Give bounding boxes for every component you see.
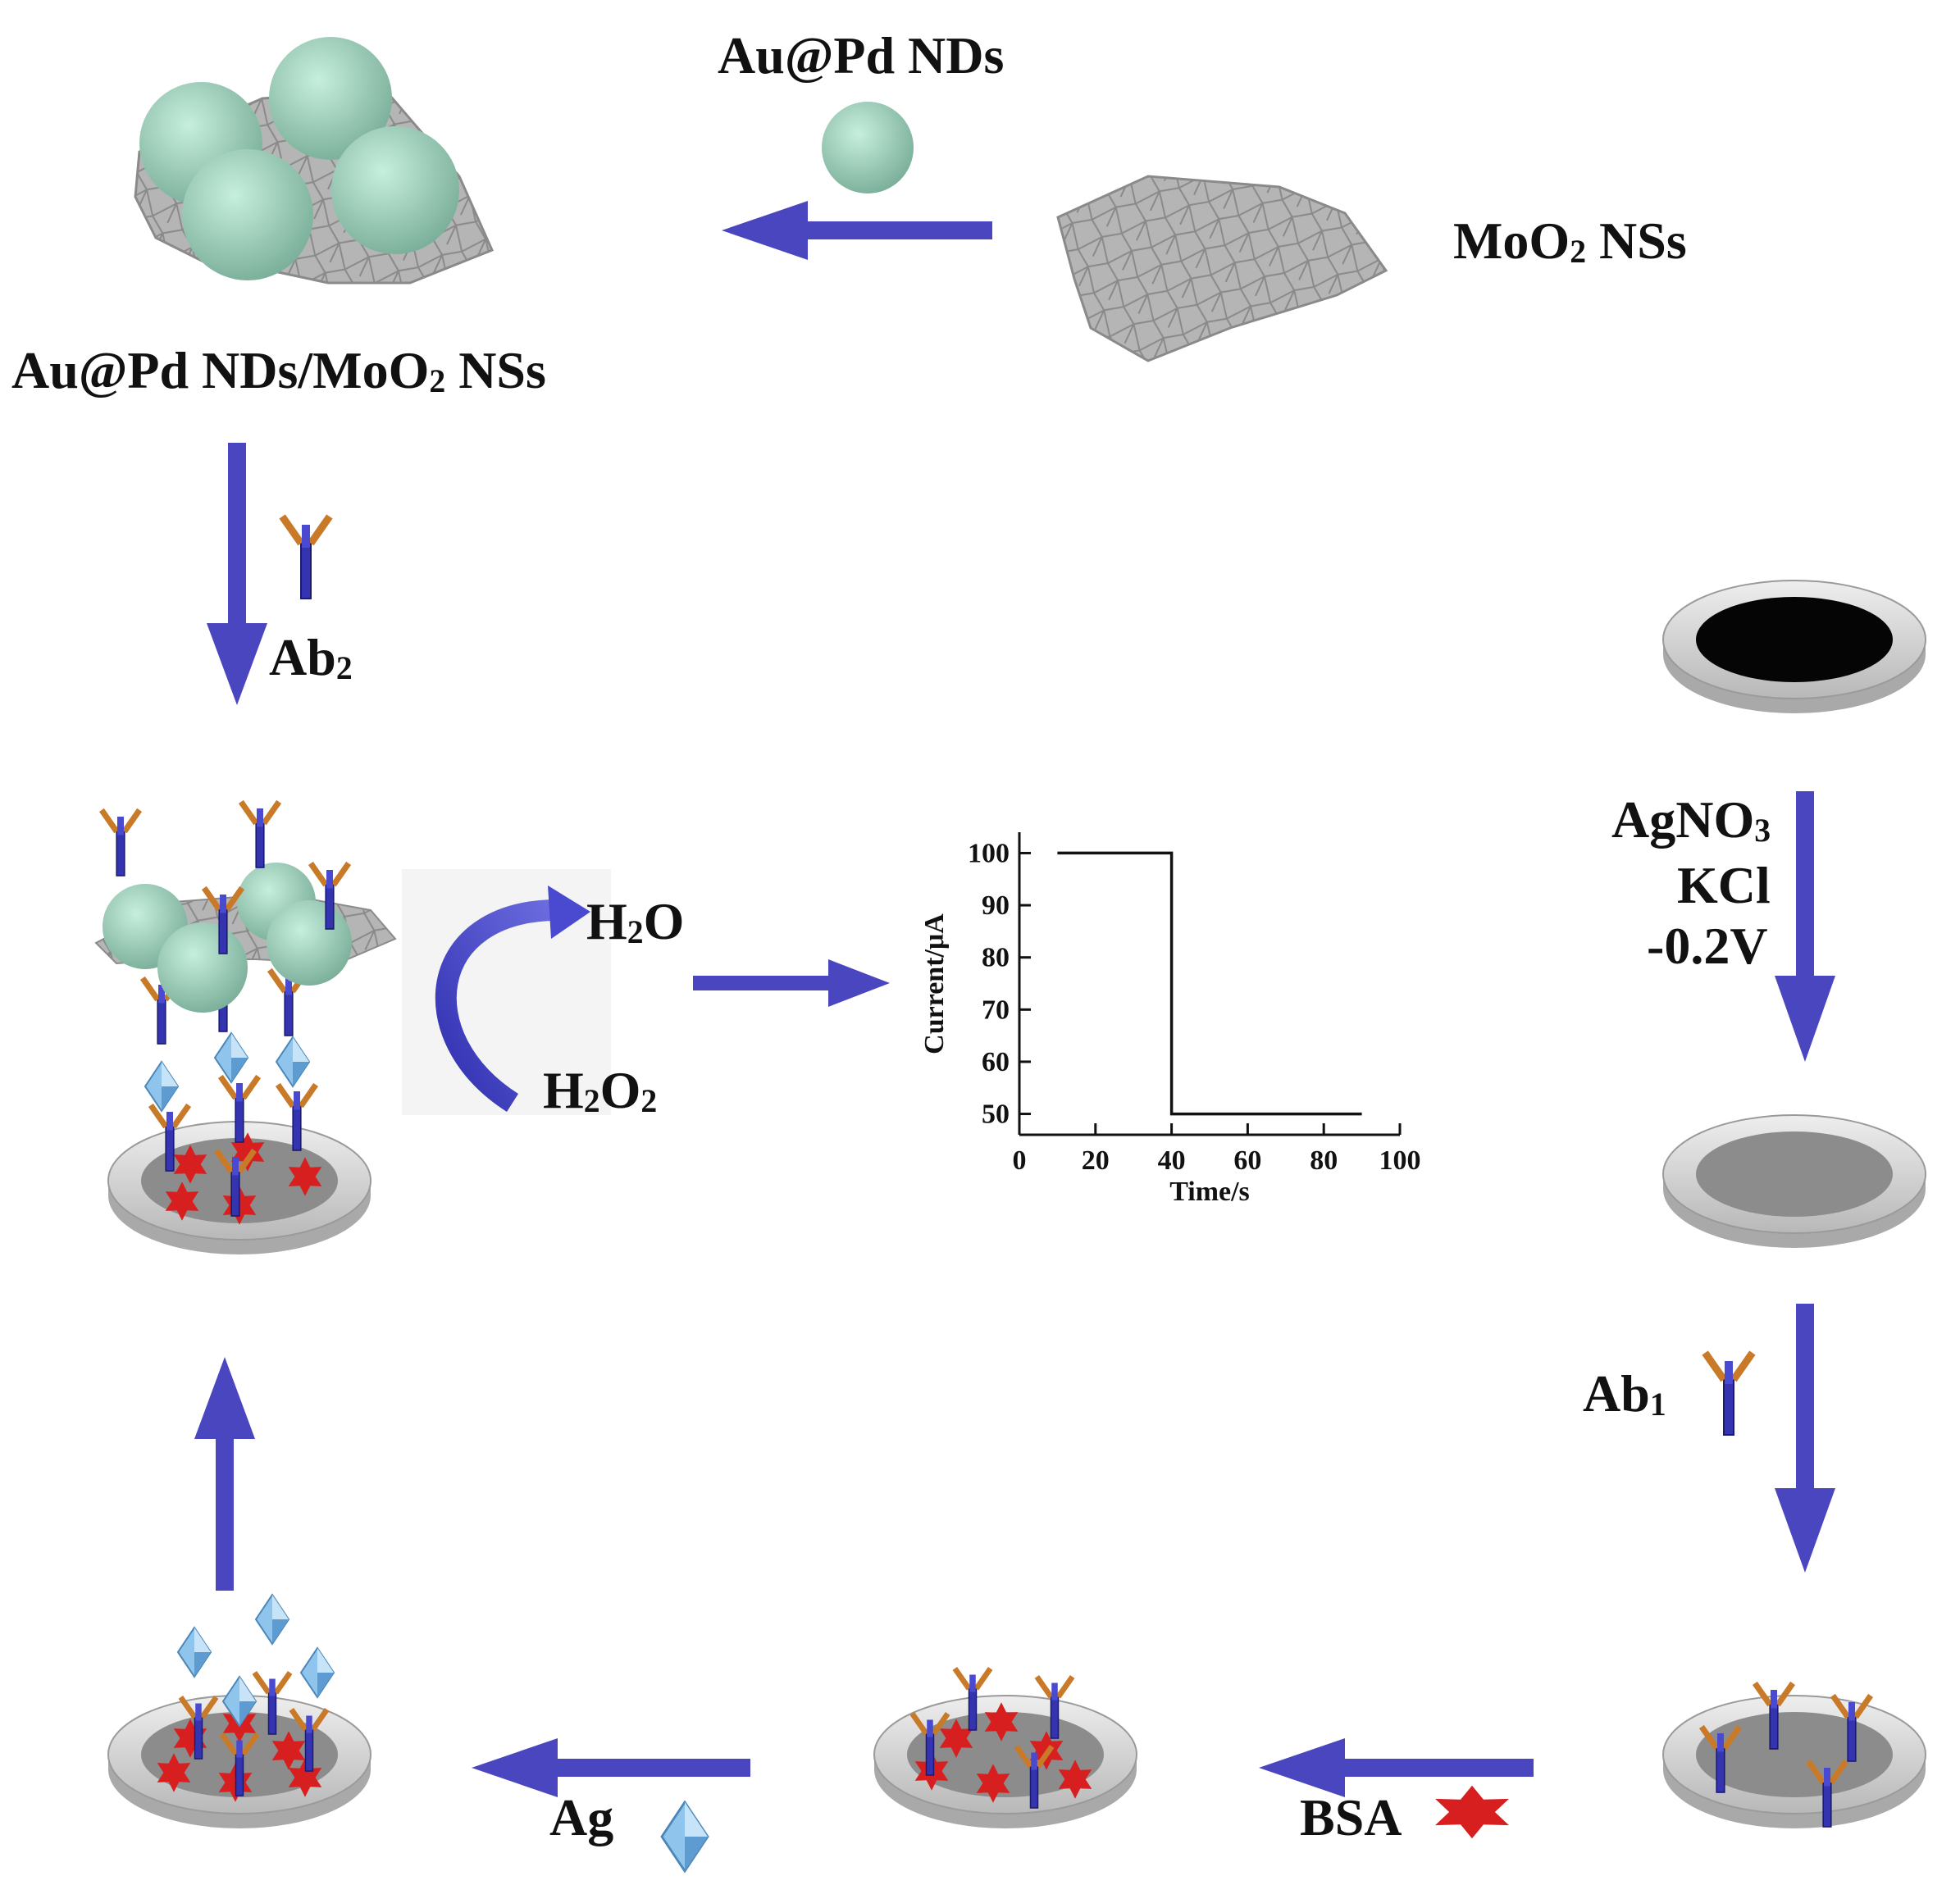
bsa-label: BSA <box>1300 1788 1402 1846</box>
ag-modified-electrode <box>1662 1114 1926 1249</box>
ab2-label: Ab2 <box>269 628 353 686</box>
arrow-mo-to-composite <box>722 201 992 260</box>
arrow-ag-left <box>472 1738 750 1797</box>
ag-label: Ag <box>549 1788 614 1846</box>
x-tick-label: 60 <box>1233 1145 1261 1176</box>
h2o2-label: H2O2 <box>543 1061 658 1119</box>
x-tick-label: 20 <box>1082 1145 1110 1176</box>
y-tick-label: 70 <box>982 995 1010 1025</box>
moo2-nss-label: MoO2 NSs <box>1453 212 1687 270</box>
h2o-label: H2O <box>586 892 685 950</box>
arrow-agno3-down <box>1775 791 1835 1062</box>
y-tick-label: 50 <box>982 1100 1010 1130</box>
arrow-to-chart <box>693 959 890 1007</box>
composite-label: Au@Pd NDs/MoO2 NSs <box>11 341 546 399</box>
current-time-chart: 50 60 70 80 90 100 0 20 40 60 80 100 Time/s Curren… <box>919 832 1421 1207</box>
ab1-antibody-icon <box>1701 1350 1757 1436</box>
catalytic-curve-arrow <box>402 869 611 1115</box>
current-series-line <box>1057 851 1362 1116</box>
au-pd-nds-label: Au@Pd NDs <box>718 26 1005 84</box>
y-tick-label: 80 <box>982 943 1010 973</box>
y-tick-label: 90 <box>982 890 1010 921</box>
kcl-label: KCl <box>1677 856 1771 914</box>
arrow-bsa-left <box>1259 1738 1534 1797</box>
ab1-label: Ab1 <box>1583 1364 1666 1423</box>
x-tick-label: 0 <box>1013 1145 1027 1176</box>
ab2-antibody-icon <box>278 513 334 599</box>
ag-crystal-icon <box>660 1801 709 1873</box>
arrow-ab1-down <box>1775 1304 1835 1573</box>
bsa-blocked-electrode <box>873 1666 1137 1829</box>
y-tick-label: 60 <box>982 1047 1010 1077</box>
bare-electrode <box>1662 580 1926 714</box>
moo2-nanosheet <box>1056 175 1388 362</box>
x-axis-label: Time/s <box>1169 1177 1250 1207</box>
x-tick-label: 80 <box>1310 1145 1338 1176</box>
bsa-star-icon <box>1435 1785 1509 1839</box>
ab1-electrode <box>1662 1681 1926 1829</box>
voltage-label: -0.2V <box>1647 917 1768 975</box>
arrow-up <box>194 1357 255 1591</box>
x-tick-label: 40 <box>1158 1145 1186 1176</box>
au-pd-nanosphere <box>822 102 914 194</box>
au-pd-moo2-composite <box>134 37 495 285</box>
agno3-label: AgNO3 <box>1611 790 1771 849</box>
y-axis-label: Current/μA <box>919 913 950 1054</box>
antigen-bound-electrode <box>107 1594 371 1829</box>
x-tick-label: 100 <box>1379 1145 1421 1176</box>
sandwich-immunosensor <box>94 799 397 1255</box>
y-tick-label: 100 <box>968 838 1010 868</box>
arrow-composite-down <box>207 443 267 705</box>
